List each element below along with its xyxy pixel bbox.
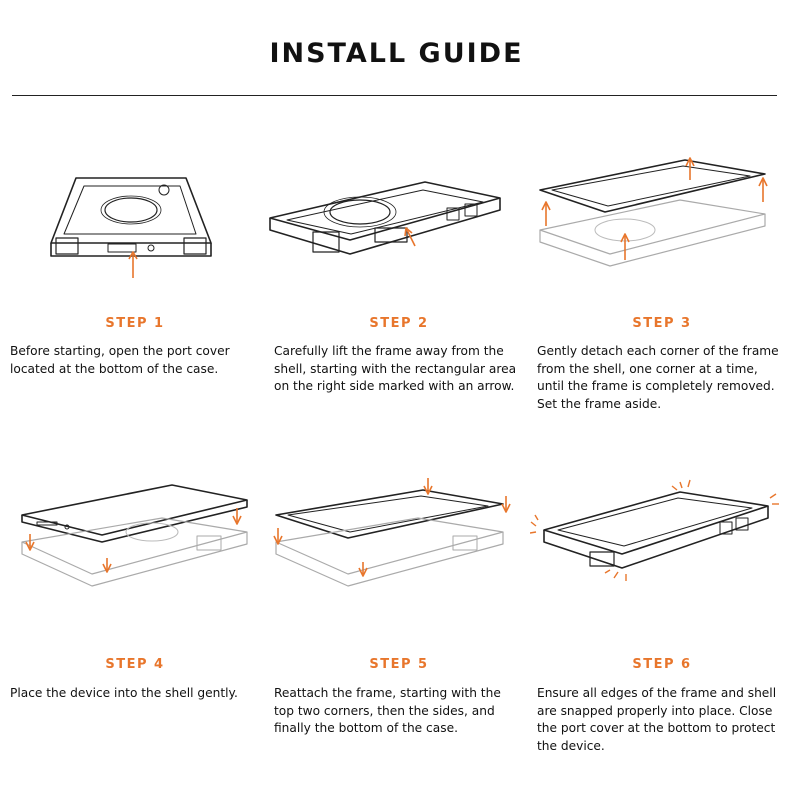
step-2-description: Carefully lift the frame away from the s… xyxy=(274,344,517,393)
step-1-label: STEP 1 xyxy=(105,316,165,331)
insert-device-icon xyxy=(12,470,262,600)
step-6-description: Ensure all edges of the frame and shell … xyxy=(537,686,777,753)
detach-frame-icon xyxy=(530,150,780,280)
reattach-frame-icon xyxy=(268,470,518,600)
page-title: INSTALL GUIDE xyxy=(269,38,524,69)
step-3-label: STEP 3 xyxy=(632,316,692,331)
step-5-description: Reattach the frame, starting with the to… xyxy=(274,686,501,735)
step-5-label: STEP 5 xyxy=(369,657,429,672)
step-3-description: Gently detach each corner of the frame f… xyxy=(537,344,779,411)
snap-frame-icon xyxy=(530,470,780,600)
title-divider xyxy=(12,95,777,96)
lift-frame-icon xyxy=(265,168,515,298)
step-6-label: STEP 6 xyxy=(632,657,692,672)
step-1-description: Before starting, open the port cover loc… xyxy=(10,344,230,376)
step-4-description: Place the device into the shell gently. xyxy=(10,686,238,700)
step-2-label: STEP 2 xyxy=(369,316,429,331)
phone-case-port-cover-icon xyxy=(36,168,286,298)
step-4-label: STEP 4 xyxy=(105,657,165,672)
